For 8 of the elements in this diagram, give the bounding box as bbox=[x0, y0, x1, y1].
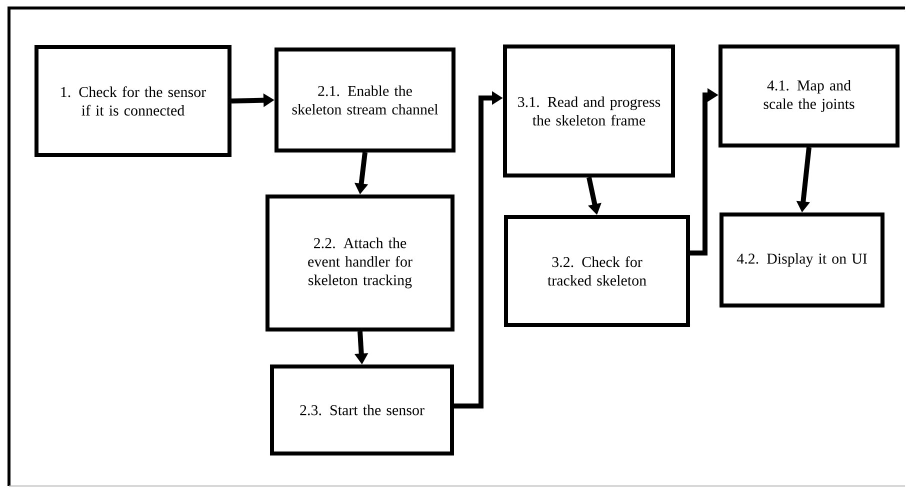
process-box: 2.3. Start the sensor bbox=[270, 364, 454, 456]
process-box: 4.1. Map and scale the joints bbox=[718, 44, 900, 148]
process-box: 2.2. Attach the event handler for skeleton tracking bbox=[266, 194, 454, 332]
process-box: 2.1. Enable the skeleton stream channel bbox=[274, 48, 456, 152]
process-box: 1. Check for the sensor if it is connected bbox=[34, 45, 232, 157]
process-box: 3.2. Check for tracked skeleton bbox=[504, 215, 690, 327]
process-box: 4.2. Display it on UI bbox=[720, 212, 884, 308]
process-box: 3.1. Read and progress the skeleton frame bbox=[503, 44, 675, 178]
